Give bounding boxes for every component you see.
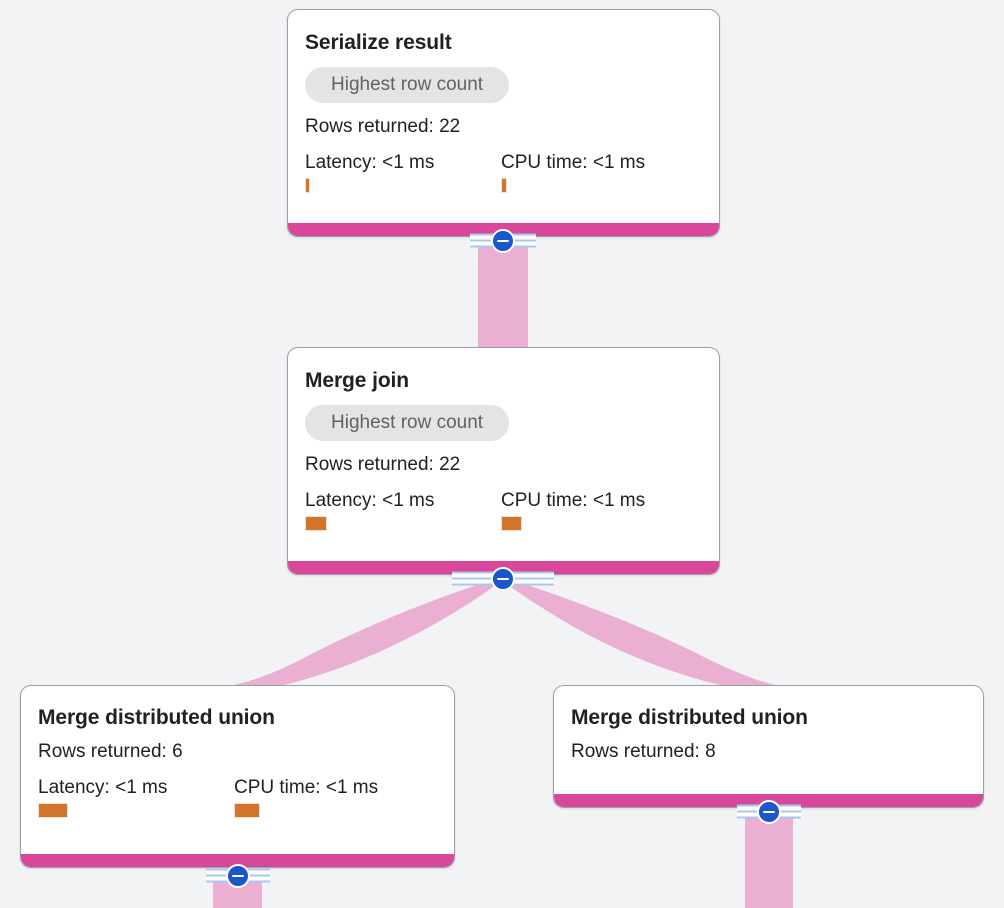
connector-union-left[interactable]	[206, 863, 270, 889]
metric-latency-bar	[305, 178, 310, 193]
metric-latency: Latency: <1 ms	[305, 489, 501, 531]
metric-cpu-time: CPU time: <1 ms	[234, 776, 378, 818]
node-metrics: Latency: <1 ms CPU time: <1 ms	[305, 489, 702, 531]
node-title: Merge distributed union	[571, 706, 808, 729]
metric-latency-bar	[305, 516, 327, 531]
node-rows-returned: Rows returned: 22	[305, 454, 461, 475]
node-badge-highest-row-count: Highest row count	[305, 405, 510, 441]
node-body: Serialize result Highest row count Rows …	[288, 10, 719, 223]
metric-cpu-time-label: CPU time: <1 ms	[501, 152, 646, 173]
connector-union-right[interactable]	[737, 799, 801, 825]
node-badge-highest-row-count: Highest row count	[305, 67, 510, 103]
node-title: Merge distributed union	[38, 706, 275, 729]
collapse-minus-icon[interactable]	[226, 864, 250, 888]
node-title: Serialize result	[305, 31, 452, 54]
metric-latency-label: Latency: <1 ms	[38, 777, 168, 798]
metric-latency: Latency: <1 ms	[38, 776, 234, 818]
metric-cpu-time-label: CPU time: <1 ms	[234, 777, 379, 798]
node-merge-distributed-union-right[interactable]: Merge distributed union Rows returned: 8	[553, 685, 984, 808]
connector-serialize-result[interactable]	[470, 228, 536, 254]
collapse-minus-icon[interactable]	[491, 567, 515, 591]
metric-cpu-time-bar	[234, 803, 260, 818]
metric-cpu-time-bar	[501, 516, 522, 531]
edge-mergejoin-to-union-left	[213, 578, 502, 688]
node-rows-returned: Rows returned: 8	[571, 741, 716, 762]
node-merge-distributed-union-left[interactable]: Merge distributed union Rows returned: 6…	[20, 685, 455, 868]
metric-latency-label: Latency: <1 ms	[305, 490, 435, 511]
node-rows-returned: Rows returned: 22	[305, 116, 461, 137]
collapse-minus-icon[interactable]	[491, 229, 515, 253]
node-body: Merge distributed union Rows returned: 8	[554, 686, 983, 794]
connector-merge-join[interactable]	[452, 566, 554, 592]
node-merge-join[interactable]: Merge join Highest row count Rows return…	[287, 347, 720, 575]
node-rows-returned: Rows returned: 6	[38, 741, 183, 762]
metric-latency: Latency: <1 ms	[305, 151, 501, 193]
edge-union-right-downward	[745, 812, 793, 908]
node-body: Merge join Highest row count Rows return…	[288, 348, 719, 561]
metric-cpu-time-label: CPU time: <1 ms	[501, 490, 646, 511]
node-footer-bar	[21, 854, 454, 867]
node-title: Merge join	[305, 369, 410, 392]
metric-cpu-time: CPU time: <1 ms	[501, 151, 645, 193]
edge-mergejoin-to-union-right	[502, 578, 792, 688]
node-metrics: Latency: <1 ms CPU time: <1 ms	[38, 776, 437, 818]
node-body: Merge distributed union Rows returned: 6…	[21, 686, 454, 854]
metric-latency-label: Latency: <1 ms	[305, 152, 435, 173]
collapse-minus-icon[interactable]	[757, 800, 781, 824]
metric-cpu-time: CPU time: <1 ms	[501, 489, 645, 531]
node-serialize-result[interactable]: Serialize result Highest row count Rows …	[287, 9, 720, 237]
node-metrics: Latency: <1 ms CPU time: <1 ms	[305, 151, 702, 193]
metric-cpu-time-bar	[501, 178, 507, 193]
metric-latency-bar	[38, 803, 68, 818]
